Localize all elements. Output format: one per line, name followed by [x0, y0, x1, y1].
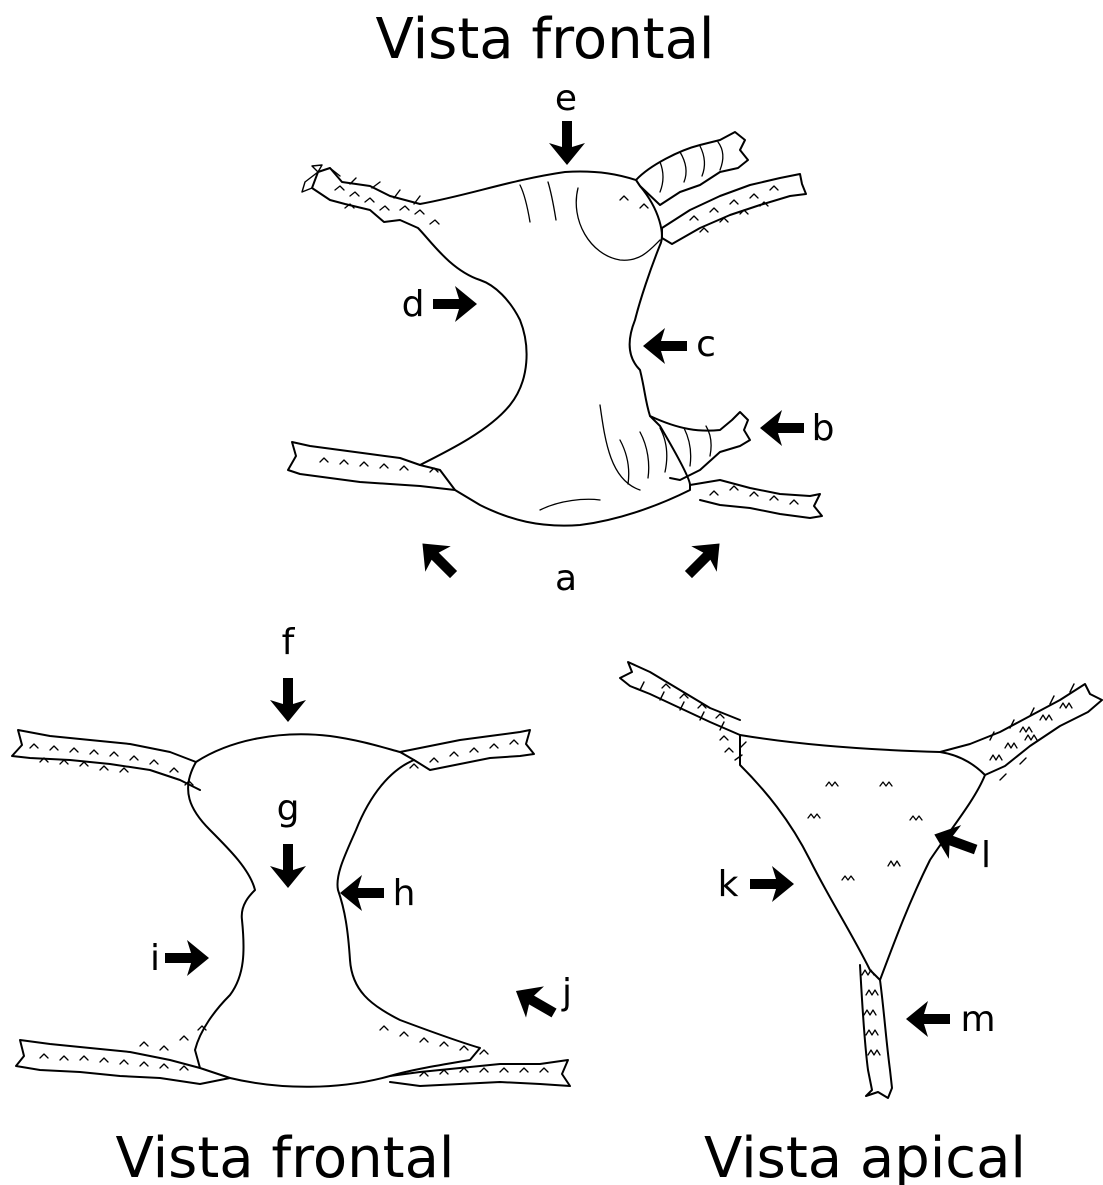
label-i: i: [150, 938, 160, 979]
bl-lower-right-arm: [390, 1060, 570, 1086]
arrow-k: [750, 866, 794, 902]
top-inner-curve-3: [548, 182, 556, 220]
arrow-f: [270, 678, 306, 722]
frontal-view-bottom: [12, 730, 570, 1087]
label-a: a: [555, 558, 577, 599]
arrow-a-right: [676, 531, 733, 588]
apical-surface-marks: [808, 782, 922, 880]
callouts-bottom-right: k l m: [718, 818, 996, 1040]
arrow-i: [165, 940, 209, 976]
arrow-d: [433, 286, 477, 322]
bl-upper-left-arm: [12, 730, 200, 790]
label-g: g: [277, 788, 300, 829]
arrow-m: [906, 1001, 950, 1037]
label-m: m: [960, 999, 995, 1040]
label-c: c: [696, 324, 716, 365]
top-inner-curve-4: [600, 405, 640, 490]
title-bottom-left: Vista frontal: [116, 1126, 455, 1185]
arrow-g: [270, 844, 306, 888]
arrow-e: [549, 121, 585, 165]
bl-body-outline: [188, 734, 480, 1086]
label-d: d: [402, 284, 425, 325]
top-right-upper-arm-b-marks: [620, 186, 778, 232]
label-k: k: [718, 864, 739, 905]
top-left-upper-arm-marks: [335, 186, 439, 224]
top-right-lower-arm-b: [690, 480, 822, 518]
top-inner-curve-2: [520, 185, 530, 222]
top-right-upper-arm-a: [636, 132, 748, 205]
label-l: l: [981, 835, 991, 876]
label-b: b: [812, 408, 835, 449]
title-top: Vista frontal: [376, 7, 715, 72]
label-f: f: [282, 622, 296, 663]
arrow-j: [507, 975, 563, 1028]
apical-left-arm-marks: [662, 684, 733, 752]
label-h: h: [393, 873, 416, 914]
top-right-upper-arm-a-segments: [660, 142, 723, 192]
label-e: e: [555, 78, 577, 119]
title-bottom-right: Vista apical: [704, 1126, 1026, 1185]
bl-upper-right-arm: [400, 730, 534, 770]
arrow-c: [643, 328, 687, 364]
callouts-bottom-left: f g h i j: [150, 622, 572, 1029]
apical-view: [620, 662, 1102, 1098]
callouts-top: e d c b a: [402, 78, 835, 599]
top-inner-curve-5: [540, 499, 600, 510]
top-inner-curve-1: [576, 188, 660, 260]
arrow-h: [340, 875, 384, 911]
arrow-a-left: [410, 531, 467, 588]
label-j: j: [561, 972, 572, 1013]
top-body-outline: [312, 168, 690, 526]
arrow-b: [760, 410, 804, 446]
top-left-lower-arm: [288, 442, 455, 490]
top-right-upper-arm-b: [662, 174, 806, 244]
bl-lower-right-arm-marks: [380, 1026, 548, 1076]
frontal-view-top: [288, 132, 822, 526]
